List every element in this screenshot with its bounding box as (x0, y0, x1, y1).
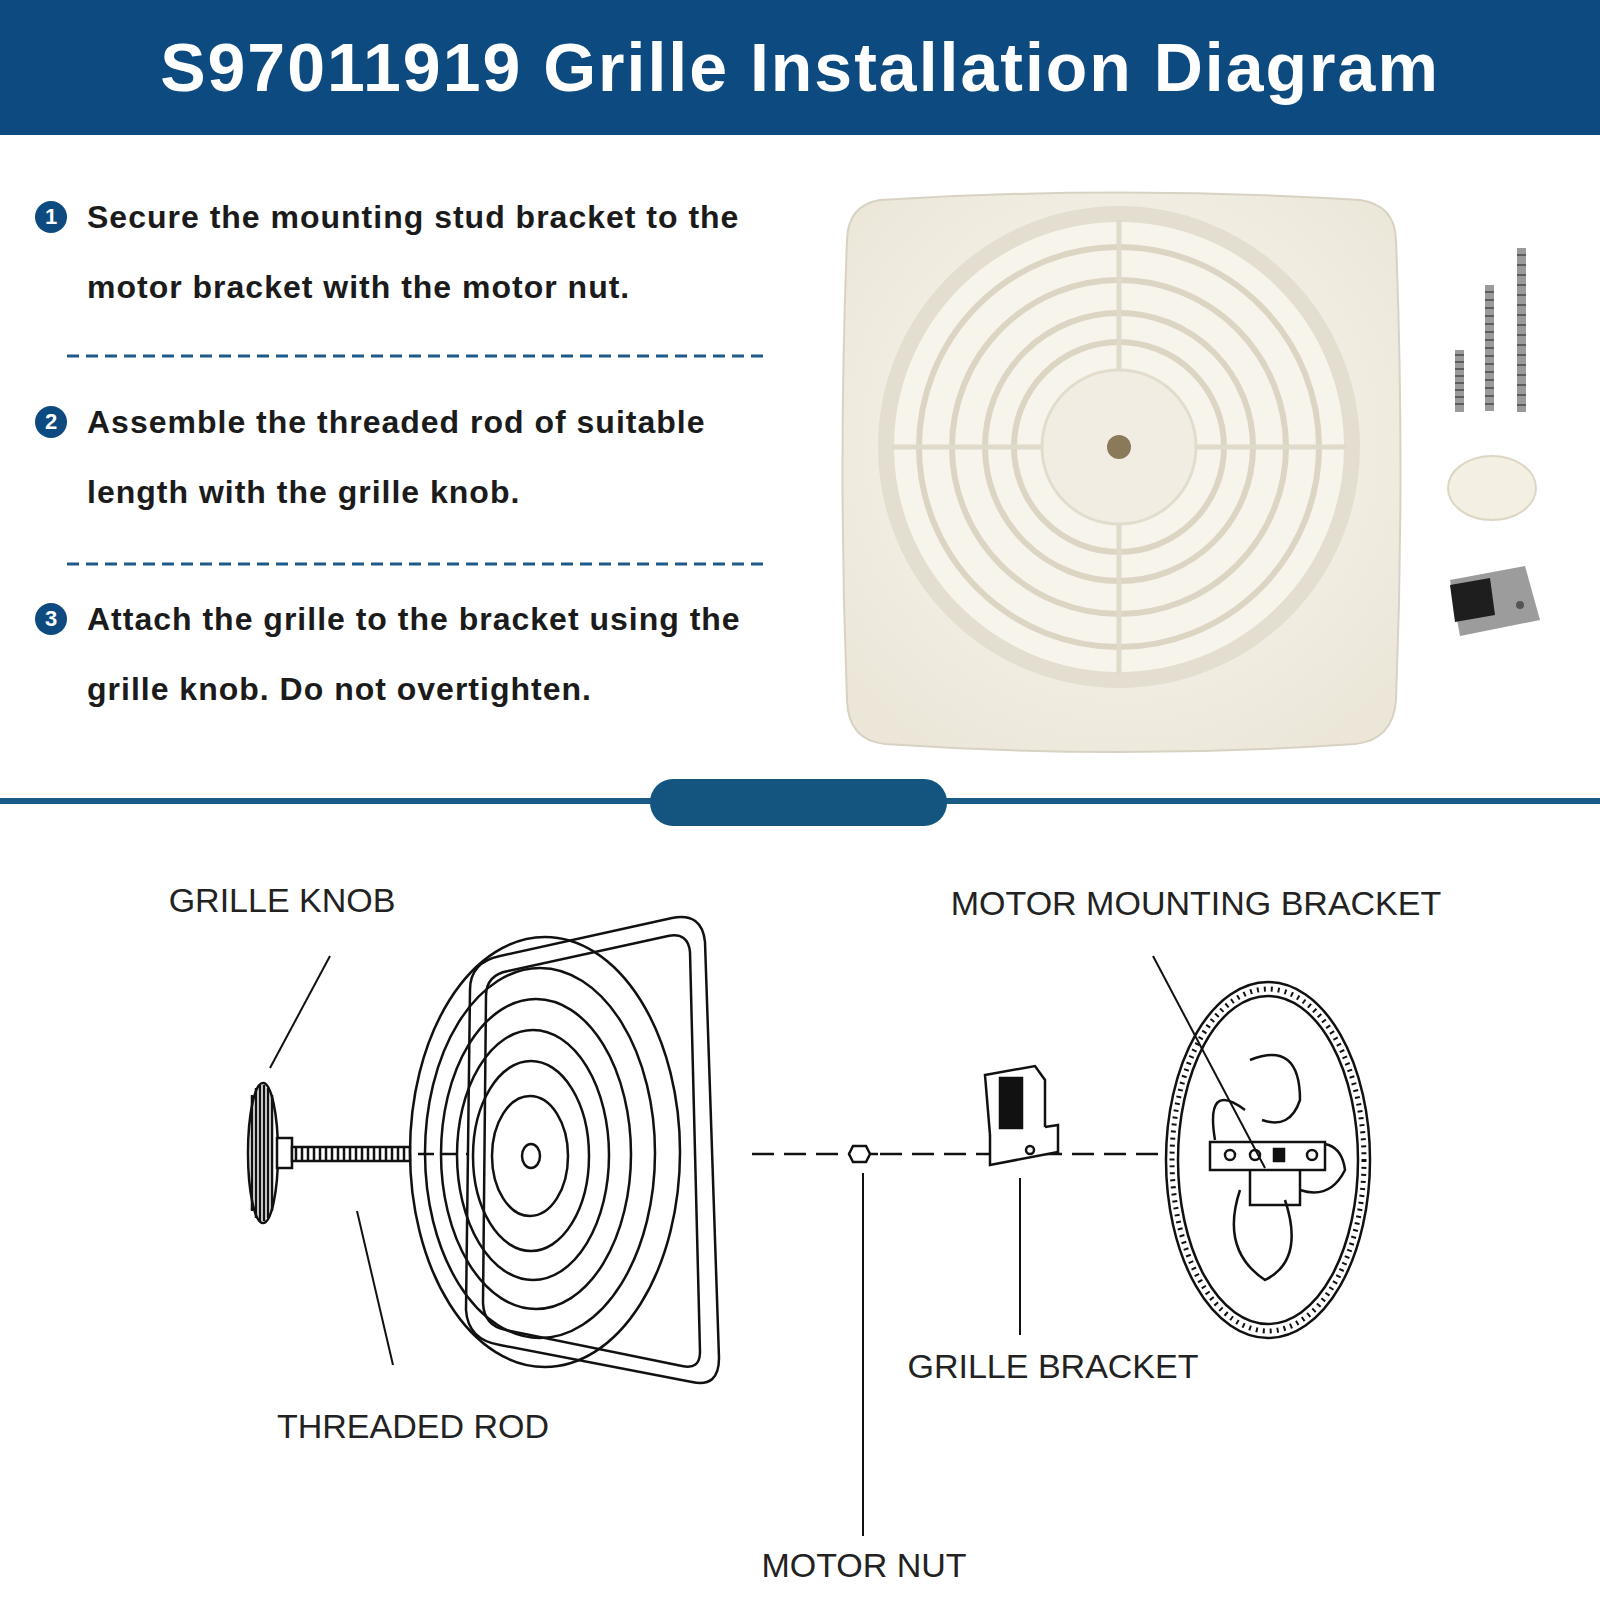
part-label: MOTOR NUT (758, 1546, 969, 1585)
part-label: THREADED ROD (274, 1407, 552, 1446)
grille-knob-cap (1448, 456, 1536, 520)
dashed-separator (67, 355, 765, 358)
step-text: Secure the mounting stud bracket to the … (87, 182, 787, 322)
leader-lines (270, 956, 1265, 1536)
part-label: MOTOR MOUNTING BRACKET (948, 884, 1445, 923)
callout-number: 2 (35, 406, 67, 438)
threaded-rods (1455, 248, 1526, 412)
divider-pill (650, 779, 947, 826)
bracket-photo (1450, 566, 1540, 636)
grille-photo (843, 193, 1401, 753)
callout-number: 3 (35, 603, 67, 635)
exploded-view (248, 917, 1370, 1383)
part-label: GRILLE BRACKET (905, 1347, 1202, 1386)
step-text: Attach the grille to the bracket using t… (87, 584, 787, 724)
title: S97011919 Grille Installation Diagram (0, 0, 1600, 135)
part-label: GRILLE KNOB (166, 881, 399, 920)
callout-number: 1 (35, 201, 67, 233)
dashed-separator (67, 563, 765, 566)
step-text: Assemble the threaded rod of suitable le… (87, 387, 787, 527)
